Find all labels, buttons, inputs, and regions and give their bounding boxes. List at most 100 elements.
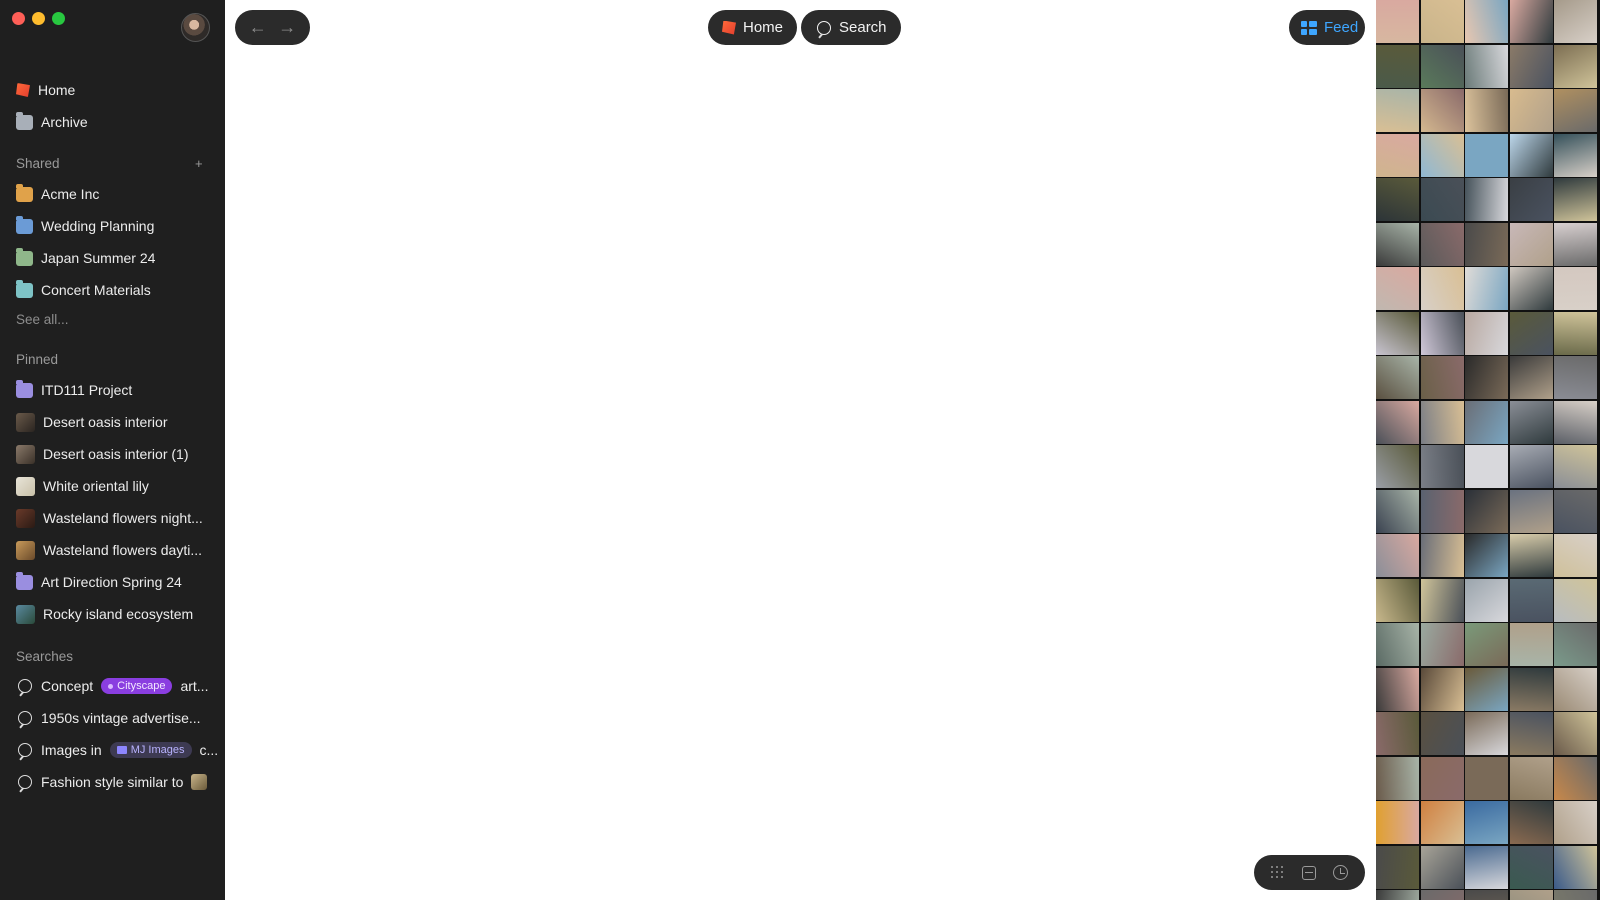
feed-thumbnail[interactable] (1509, 667, 1553, 711)
feed-thumbnail[interactable] (1465, 623, 1508, 666)
arrow-right-icon[interactable]: → (278, 17, 297, 37)
feed-thumbnail[interactable] (1509, 578, 1553, 622)
feed-thumbnail[interactable] (1376, 0, 1419, 43)
feed-thumbnail[interactable] (1420, 267, 1464, 310)
feed-thumbnail[interactable] (1465, 712, 1508, 755)
feed-thumbnail[interactable] (1509, 623, 1553, 666)
feed-thumbnail[interactable] (1465, 222, 1508, 266)
feed-thumbnail[interactable] (1509, 400, 1553, 444)
sidebar-item-concert-materials[interactable]: Concert Materials (16, 278, 151, 302)
feed-thumbnail[interactable] (1376, 222, 1419, 266)
grid-icon[interactable] (1270, 865, 1285, 880)
feed-thumbnail[interactable] (1554, 445, 1597, 488)
avatar[interactable] (181, 13, 210, 42)
sidebar-item-art-direction-spring-24[interactable]: Art Direction Spring 24 (16, 570, 182, 594)
feed-toggle-button[interactable]: Feed (1289, 10, 1365, 45)
feed-thumbnail[interactable] (1465, 133, 1508, 177)
feed-thumbnail[interactable] (1554, 178, 1597, 221)
feed-thumbnail[interactable] (1509, 801, 1553, 844)
feed-thumbnail[interactable] (1420, 756, 1464, 800)
arrow-left-icon[interactable]: ← (248, 17, 267, 37)
feed-thumbnail[interactable] (1554, 890, 1597, 900)
feed-thumbnail[interactable] (1420, 534, 1464, 577)
saved-search-1950s-vintage[interactable]: 1950s vintage advertise... (16, 706, 201, 730)
feed-thumbnail[interactable] (1554, 222, 1597, 266)
feed-thumbnail[interactable] (1554, 667, 1597, 711)
feed-thumbnail[interactable] (1509, 44, 1553, 88)
feed-thumbnail[interactable] (1420, 845, 1464, 889)
feed-thumbnail[interactable] (1509, 311, 1553, 355)
feed-thumbnail[interactable] (1420, 801, 1464, 844)
feed-thumbnail[interactable] (1376, 311, 1419, 355)
feed-thumbnail[interactable] (1420, 489, 1464, 533)
feed-thumbnail[interactable] (1509, 267, 1553, 310)
scan-icon[interactable] (1301, 865, 1316, 880)
add-shared-button[interactable]: + (195, 156, 203, 171)
feed-thumbnail[interactable] (1376, 578, 1419, 622)
feed-thumbnail[interactable] (1465, 44, 1508, 88)
feed-thumbnail[interactable] (1465, 756, 1508, 800)
close-window-button[interactable] (12, 12, 25, 25)
feed-thumbnail[interactable] (1509, 845, 1553, 889)
feed-thumbnail[interactable] (1465, 667, 1508, 711)
feed-thumbnail[interactable] (1465, 489, 1508, 533)
home-button[interactable]: Home (708, 10, 798, 45)
saved-search-fashion-style[interactable]: Fashion style similar to (16, 770, 208, 794)
feed-thumbnail[interactable] (1554, 0, 1597, 43)
feed-thumbnail[interactable] (1554, 534, 1597, 577)
saved-search-concept-cityscape[interactable]: Concept Cityscape art... (16, 674, 208, 698)
feed-thumbnail[interactable] (1376, 178, 1419, 221)
feed-thumbnail[interactable] (1420, 578, 1464, 622)
feed-thumbnail[interactable] (1376, 890, 1419, 900)
feed-thumbnail[interactable] (1554, 267, 1597, 310)
feed-thumbnail[interactable] (1554, 801, 1597, 844)
feed-thumbnail[interactable] (1509, 0, 1553, 43)
feed-thumbnail[interactable] (1465, 890, 1508, 900)
feed-thumbnail[interactable] (1509, 356, 1553, 399)
feed-thumbnail[interactable] (1420, 222, 1464, 266)
feed-thumbnail[interactable] (1376, 801, 1419, 844)
feed-thumbnail[interactable] (1376, 756, 1419, 800)
feed-thumbnail[interactable] (1376, 89, 1419, 132)
feed-thumbnail[interactable] (1376, 667, 1419, 711)
feed-thumbnail[interactable] (1509, 890, 1553, 900)
saved-search-images-in-mj[interactable]: Images in MJ Images c... (16, 738, 218, 762)
feed-thumbnail[interactable] (1554, 845, 1597, 889)
sidebar-item-desert-oasis-interior[interactable]: Desert oasis interior (16, 410, 168, 434)
zoom-window-button[interactable] (52, 12, 65, 25)
feed-thumbnail[interactable] (1554, 311, 1597, 355)
feed-thumbnail[interactable] (1376, 489, 1419, 533)
feed-thumbnail[interactable] (1376, 44, 1419, 88)
feed-thumbnail[interactable] (1509, 133, 1553, 177)
main-canvas[interactable] (225, 60, 1375, 850)
feed-thumbnail[interactable] (1554, 712, 1597, 755)
see-all-link[interactable]: See all... (16, 312, 69, 327)
sidebar-item-rocky-island-ecosystem[interactable]: Rocky island ecosystem (16, 602, 193, 626)
sidebar-item-white-oriental-lily[interactable]: White oriental lily (16, 474, 149, 498)
feed-thumbnail[interactable] (1509, 178, 1553, 221)
feed-thumbnail[interactable] (1509, 222, 1553, 266)
feed-thumbnail[interactable] (1376, 400, 1419, 444)
feed-thumbnail[interactable] (1465, 89, 1508, 132)
feed-thumbnail[interactable] (1420, 178, 1464, 221)
feed-thumbnail[interactable] (1509, 445, 1553, 488)
feed-thumbnail[interactable] (1465, 311, 1508, 355)
feed-thumbnail[interactable] (1465, 0, 1508, 43)
feed-thumbnail[interactable] (1554, 89, 1597, 132)
feed-thumbnail[interactable] (1420, 400, 1464, 444)
feed-thumbnail[interactable] (1554, 44, 1597, 88)
sidebar-item-acme-inc[interactable]: Acme Inc (16, 182, 99, 206)
feed-thumbnail[interactable] (1509, 534, 1553, 577)
feed-thumbnail[interactable] (1465, 801, 1508, 844)
feed-thumbnail[interactable] (1554, 356, 1597, 399)
feed-thumbnail[interactable] (1420, 712, 1464, 755)
feed-thumbnail[interactable] (1376, 445, 1419, 488)
feed-thumbnail[interactable] (1420, 0, 1464, 43)
sidebar-item-home[interactable]: Home (16, 78, 75, 102)
feed-thumbnail[interactable] (1420, 445, 1464, 488)
feed-thumbnail[interactable] (1465, 178, 1508, 221)
feed-thumbnail[interactable] (1420, 890, 1464, 900)
feed-thumbnail[interactable] (1376, 356, 1419, 399)
feed-thumbnail[interactable] (1554, 578, 1597, 622)
feed-thumbnail[interactable] (1420, 667, 1464, 711)
